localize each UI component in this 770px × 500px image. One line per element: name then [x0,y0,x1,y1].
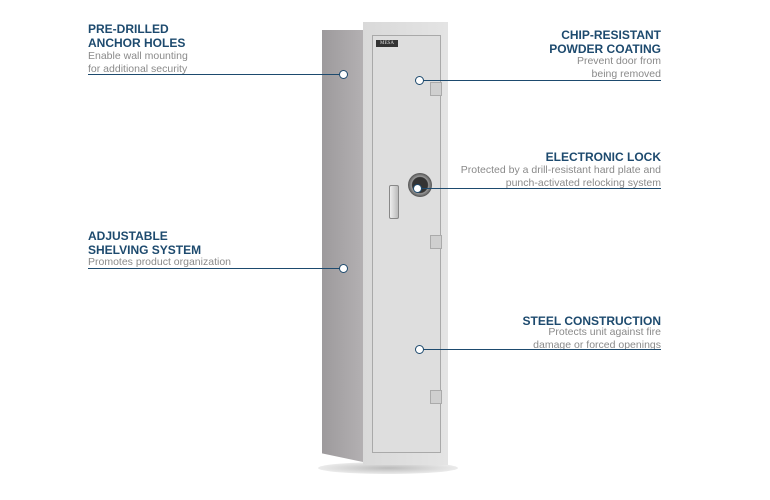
hinge-top [430,82,442,96]
safe-side-panel [322,30,363,462]
callout-line [422,349,661,350]
hotspot-powder-coating[interactable] [415,76,424,85]
door-handle[interactable] [389,185,399,219]
safe-shadow [318,462,458,474]
callout-title-steel-construction: STEEL CONSTRUCTION [522,314,661,328]
hotspot-electronic-lock[interactable] [413,184,422,193]
hinge-bottom [430,390,442,404]
callout-line [420,188,661,189]
hinge-middle [430,235,442,249]
hotspot-steel-construction[interactable] [415,345,424,354]
callout-line [88,74,340,75]
callout-line [88,268,340,269]
callout-desc-shelving: Promotes product organization [88,256,231,268]
hotspot-anchor-holes[interactable] [339,70,348,79]
brand-plate: MESA [376,40,398,47]
callout-title-electronic-lock: ELECTRONIC LOCK [545,150,661,164]
callout-desc-electronic-lock: Protected by a drill-resistant hard plat… [460,164,661,189]
hotspot-shelving[interactable] [339,264,348,273]
callout-line [422,80,661,81]
